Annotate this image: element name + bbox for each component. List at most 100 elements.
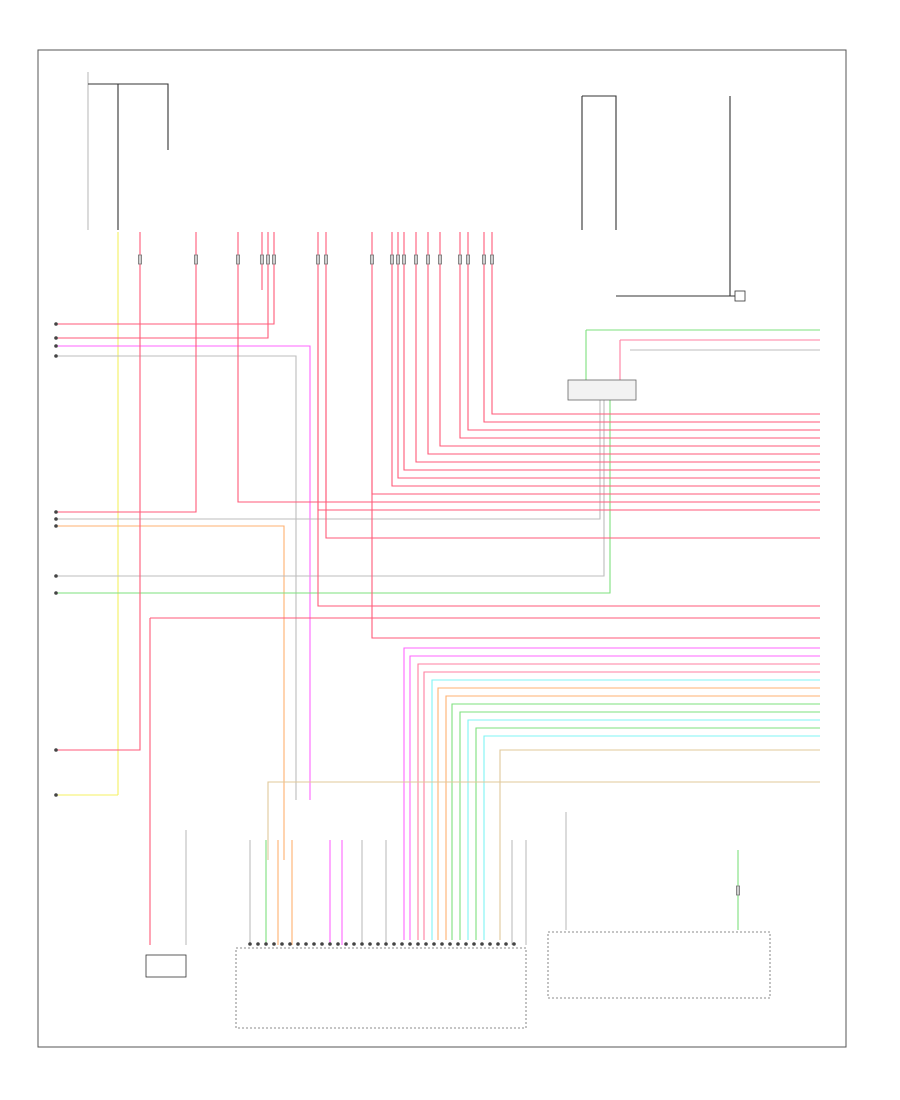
harness-pin [54, 591, 58, 595]
wire-61 [431, 679, 820, 940]
wire-57 [403, 647, 820, 940]
ecm-pin [384, 942, 388, 946]
ecm-pin [512, 942, 516, 946]
top-connector [137, 254, 142, 265]
sensor-connector [567, 379, 637, 401]
top-connector [395, 254, 400, 265]
top-connector [389, 254, 394, 265]
wire-41 [467, 290, 820, 431]
ecm-pin [416, 942, 420, 946]
ecm-pin [496, 942, 500, 946]
ecm-pin [472, 942, 476, 946]
wire-31 [56, 345, 311, 800]
wire-45 [415, 290, 820, 463]
wire-60 [423, 671, 820, 940]
wire-3 [88, 83, 169, 150]
ecm-pin [376, 942, 380, 946]
ecm-pin [328, 942, 332, 946]
wire-46 [403, 290, 820, 471]
ecm-pin [424, 942, 428, 946]
ecm-pin [360, 942, 364, 946]
wire-37 [56, 400, 611, 594]
harness-pin [54, 510, 58, 514]
harness-pin [54, 336, 58, 340]
harness-pin [54, 344, 58, 348]
wire-29 [56, 290, 275, 325]
ecm-pin [432, 942, 436, 946]
wire-58 [409, 655, 820, 940]
harness-pin [54, 322, 58, 326]
top-connector [235, 254, 240, 265]
harness-pin [54, 524, 58, 528]
wire-32 [56, 355, 297, 800]
wire-39 [491, 290, 820, 415]
top-connector [401, 254, 406, 265]
wire-42 [459, 290, 820, 439]
speed-sensor-box [145, 954, 187, 978]
ecm-pin [320, 942, 324, 946]
top-connector [437, 254, 442, 265]
wire-64 [451, 703, 820, 940]
wire-33 [56, 290, 197, 513]
ecm-pin [248, 942, 252, 946]
ecm-pin [304, 942, 308, 946]
top-connector [323, 254, 328, 265]
ecm-pin [272, 942, 276, 946]
wire-70 [267, 781, 820, 860]
wire-44 [427, 290, 820, 455]
ecm-pin [352, 942, 356, 946]
wire-68 [483, 735, 820, 940]
wire-69 [499, 749, 820, 940]
ecm-pin [288, 942, 292, 946]
wire-52 [237, 290, 820, 503]
wire-59 [417, 663, 820, 940]
wire-36 [56, 400, 605, 577]
top-connector [413, 254, 418, 265]
wire-67 [475, 727, 820, 940]
harness-pin [54, 574, 58, 578]
top-connector [259, 254, 264, 265]
top-connector [315, 254, 320, 265]
top-connector [489, 254, 494, 265]
top-connector [425, 254, 430, 265]
harness-pin [54, 748, 58, 752]
wire-65 [459, 711, 820, 940]
harness-pin [54, 517, 58, 521]
ecm-connector-box [235, 947, 527, 1029]
ecm-pin [464, 942, 468, 946]
ecm-pin [408, 942, 412, 946]
harness-pin [54, 793, 58, 797]
wire-47 [397, 290, 820, 479]
top-connector [465, 254, 470, 265]
wire-66 [467, 719, 820, 940]
top-connector [271, 254, 276, 265]
wire-35 [56, 525, 285, 860]
wire-40 [483, 290, 820, 423]
wire-43 [439, 290, 820, 447]
wire-53 [325, 290, 820, 539]
ecm-pin [400, 942, 404, 946]
wire-layer [56, 72, 820, 945]
ecm-pin [312, 942, 316, 946]
top-connector [369, 254, 374, 265]
ecm-pin [488, 942, 492, 946]
ecm-pin [280, 942, 284, 946]
wire-62 [437, 687, 820, 940]
top-connector [193, 254, 198, 265]
wire-54 [317, 290, 820, 607]
ecm-pin [456, 942, 460, 946]
top-connector [457, 254, 462, 265]
wire-34 [56, 400, 601, 520]
ecm-pin [504, 942, 508, 946]
instrument-cluster-box [547, 931, 771, 999]
ecm-pin [256, 942, 260, 946]
ecm-pin [344, 942, 348, 946]
diagram-frame [37, 49, 847, 1048]
wire-63 [445, 695, 820, 940]
top-connector [481, 254, 486, 265]
wire-55 [371, 290, 820, 639]
cluster-connector [736, 885, 741, 896]
ground-connector [734, 290, 746, 302]
ecm-pin [264, 942, 268, 946]
wire-38 [56, 290, 141, 751]
